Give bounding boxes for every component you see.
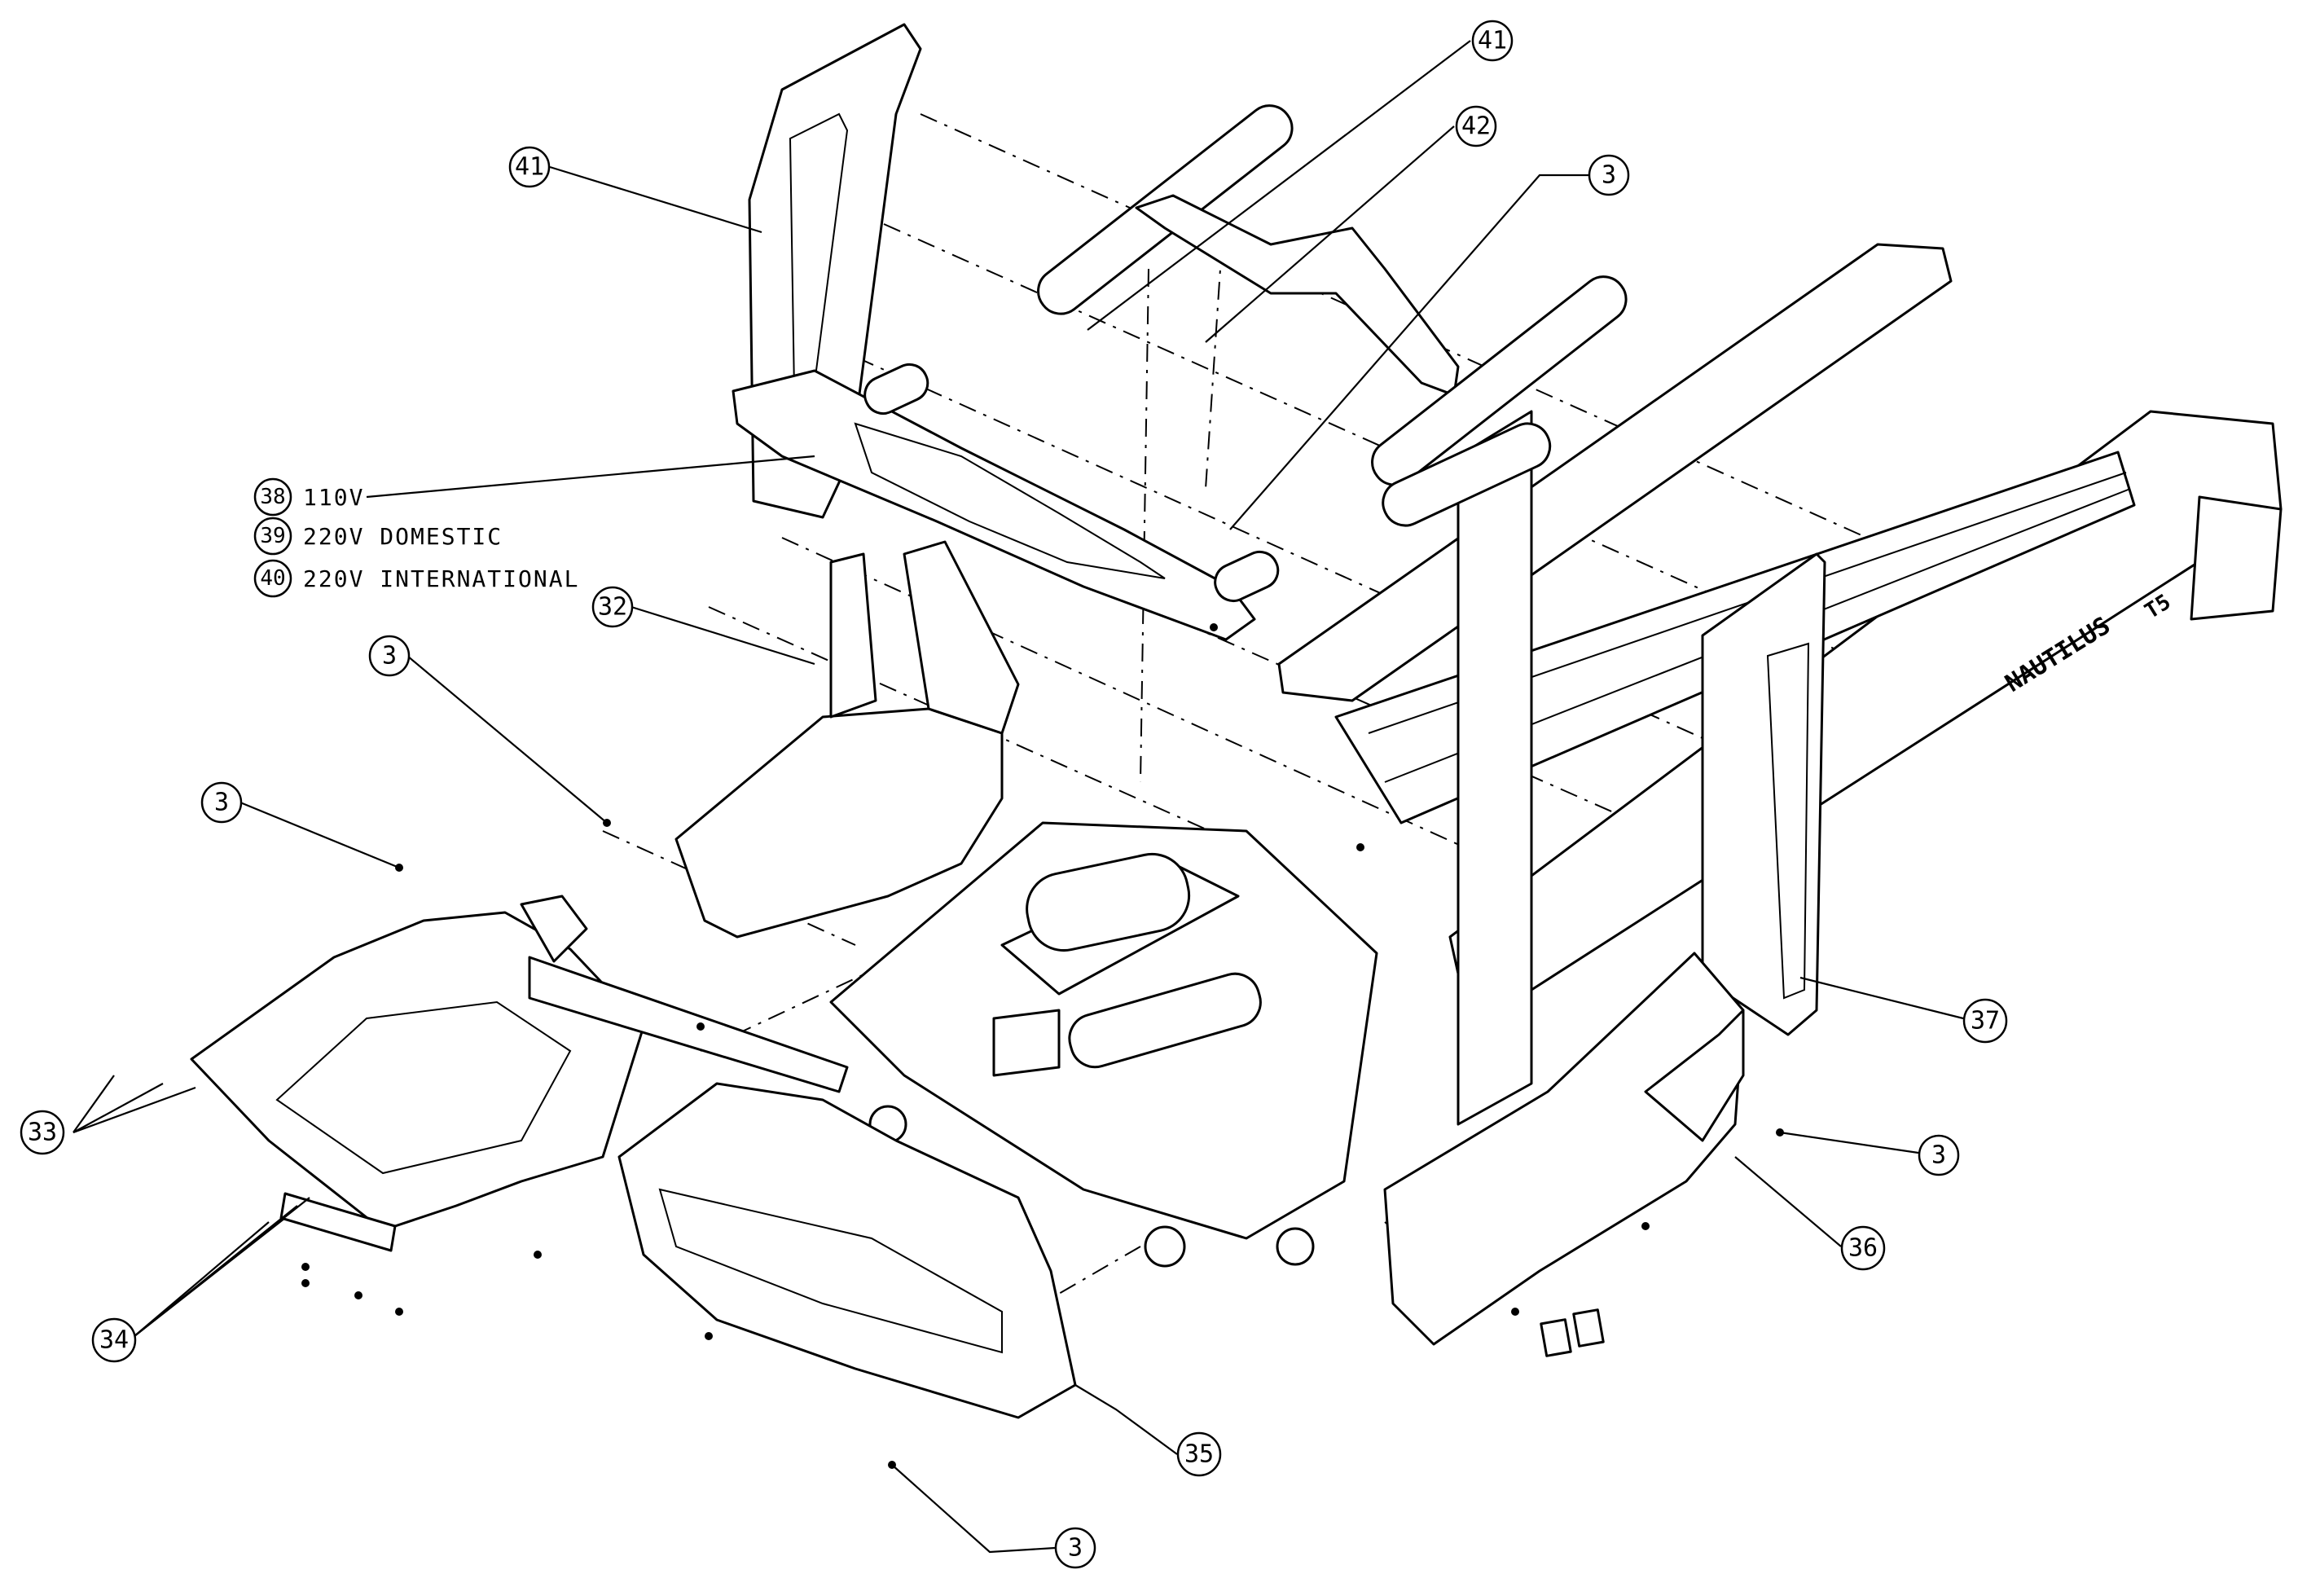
motor-frame bbox=[829, 821, 1378, 1268]
front-left-shroud bbox=[674, 540, 1020, 939]
callout-label: 3 bbox=[1068, 1534, 1083, 1563]
power-option-number: 40 bbox=[260, 566, 285, 591]
callout-bubble: 35 bbox=[1176, 1431, 1222, 1477]
leader-lines bbox=[72, 40, 1964, 1554]
bracket-plate bbox=[279, 1192, 397, 1252]
callout-label: 32 bbox=[598, 593, 627, 622]
callout-bubble: 33 bbox=[20, 1110, 65, 1155]
power-option-legend: 38 110V 39 220V DOMESTIC 40 220V INTERNA… bbox=[253, 477, 579, 598]
front-bottom-hood bbox=[617, 1082, 1077, 1419]
callout-label: 33 bbox=[28, 1119, 57, 1147]
callout-label: 3 bbox=[382, 642, 397, 670]
callout-label: 3 bbox=[1602, 161, 1616, 190]
callout-label: 3 bbox=[214, 789, 229, 817]
callout-label: 41 bbox=[515, 153, 544, 182]
power-option-number: 38 bbox=[260, 485, 285, 509]
right-upright-shroud bbox=[1701, 552, 1826, 1036]
callout-bubble: 42 bbox=[1455, 105, 1497, 147]
rear-right-shroud bbox=[1383, 952, 1745, 1346]
right-upright-column bbox=[1382, 410, 1552, 1126]
callout-bubble: 3 bbox=[1054, 1527, 1096, 1569]
console-assembly bbox=[732, 104, 1628, 641]
callout-label: 41 bbox=[1478, 27, 1507, 55]
power-option-text: 220V INTERNATIONAL bbox=[303, 565, 579, 592]
power-option-item: 38 110V bbox=[253, 477, 364, 517]
callout-bubble: 34 bbox=[91, 1317, 137, 1363]
callout-bubble: 3 bbox=[368, 635, 411, 677]
callout-label: 34 bbox=[99, 1326, 129, 1355]
callout-bubble: 3 bbox=[200, 781, 243, 824]
power-option-text: 110V bbox=[303, 484, 364, 511]
callout-label: 36 bbox=[1848, 1234, 1878, 1263]
power-option-number: 39 bbox=[260, 524, 285, 548]
warning-decals bbox=[1540, 1308, 1605, 1357]
power-option-item: 39 220V DOMESTIC bbox=[253, 517, 503, 556]
callout-bubble: 3 bbox=[1588, 154, 1630, 196]
callout-label: 3 bbox=[1931, 1141, 1946, 1170]
callout-bubble: 37 bbox=[1962, 998, 2008, 1044]
motor-hood bbox=[190, 895, 849, 1232]
callout-bubble: 3 bbox=[1918, 1134, 1960, 1176]
callout-bubble: 32 bbox=[591, 586, 634, 628]
callout-label: 35 bbox=[1184, 1440, 1214, 1469]
power-option-item: 40 220V INTERNATIONAL bbox=[253, 559, 579, 598]
callout-bubble: 41 bbox=[508, 146, 551, 188]
callout-bubble: 41 bbox=[1471, 20, 1514, 62]
callout-bubble: 36 bbox=[1840, 1225, 1886, 1271]
callout-label: 42 bbox=[1461, 112, 1491, 141]
callout-label: 37 bbox=[1971, 1007, 2000, 1035]
power-option-text: 220V DOMESTIC bbox=[303, 523, 503, 550]
